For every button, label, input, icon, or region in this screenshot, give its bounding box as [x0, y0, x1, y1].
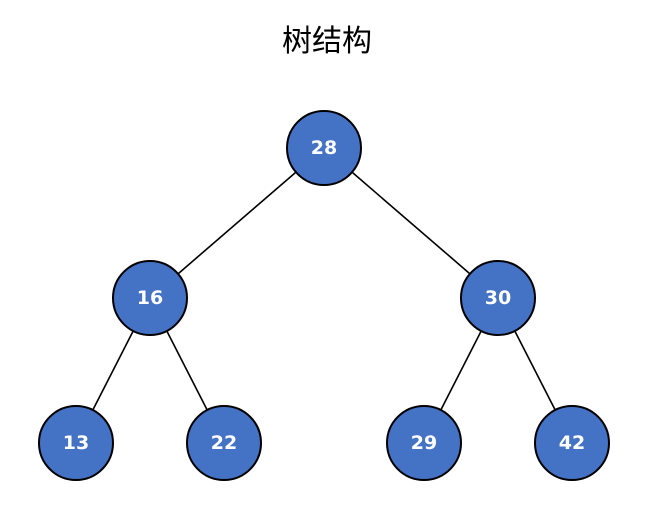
- tree-edge: [351, 171, 471, 275]
- tree-node-circle: [386, 405, 462, 481]
- tree-node-13: 13: [38, 405, 114, 481]
- tree-node-29: 29: [386, 405, 462, 481]
- tree-node-label: 13: [63, 432, 89, 454]
- tree-node-30: 30: [460, 260, 536, 336]
- tree-node-42: 42: [534, 405, 610, 481]
- diagram-title: 树结构: [282, 24, 372, 59]
- tree-edges: [92, 171, 556, 411]
- tree-edge: [177, 171, 297, 275]
- tree-node-label: 29: [411, 432, 437, 454]
- tree-node-circle: [38, 405, 114, 481]
- tree-node-circle: [286, 110, 362, 186]
- tree-node-label: 22: [211, 432, 237, 454]
- tree-node-label: 30: [485, 287, 511, 309]
- tree-node-circle: [534, 405, 610, 481]
- tree-edge: [440, 330, 482, 411]
- tree-edge: [92, 330, 134, 411]
- tree-nodes: 28 16 30 13 22 29 42: [38, 110, 610, 481]
- tree-node-circle: [186, 405, 262, 481]
- tree-node-16: 16: [112, 260, 188, 336]
- tree-node-label: 28: [311, 137, 337, 159]
- tree-node-28: 28: [286, 110, 362, 186]
- tree-node-22: 22: [186, 405, 262, 481]
- tree-node-circle: [460, 260, 536, 336]
- tree-edge: [166, 330, 208, 411]
- tree-node-circle: [112, 260, 188, 336]
- tree-node-label: 16: [137, 287, 163, 309]
- tree-edge: [514, 330, 556, 411]
- tree-node-label: 42: [559, 432, 585, 454]
